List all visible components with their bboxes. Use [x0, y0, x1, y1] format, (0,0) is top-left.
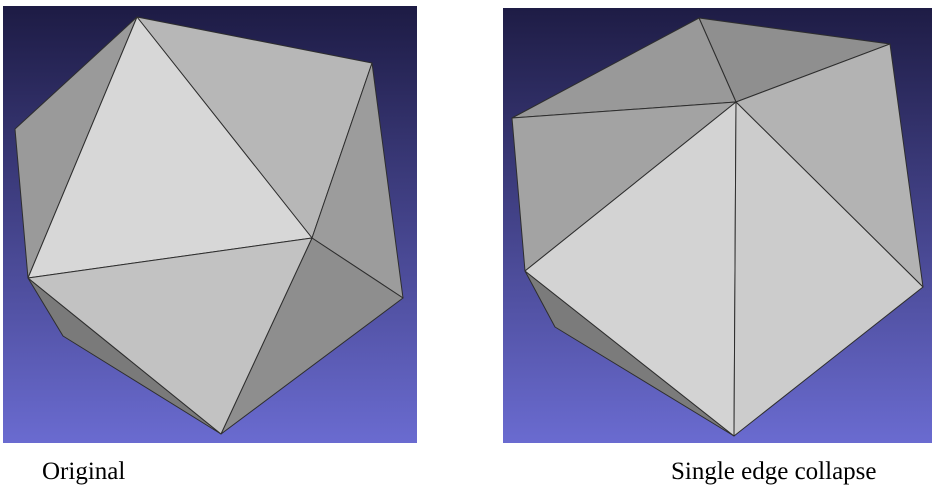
original-mesh-render	[3, 6, 417, 443]
mesh-faces	[14, 16, 404, 435]
collapsed-mesh-render	[503, 8, 932, 443]
caption-single-edge-collapse: Single edge collapse	[671, 458, 877, 485]
mesh-faces	[511, 17, 924, 437]
mesh-face	[733, 101, 924, 437]
original-mesh-viewport	[3, 6, 417, 443]
collapsed-mesh-viewport	[503, 8, 932, 443]
caption-original: Original	[42, 458, 126, 485]
mesh-face	[27, 237, 313, 435]
